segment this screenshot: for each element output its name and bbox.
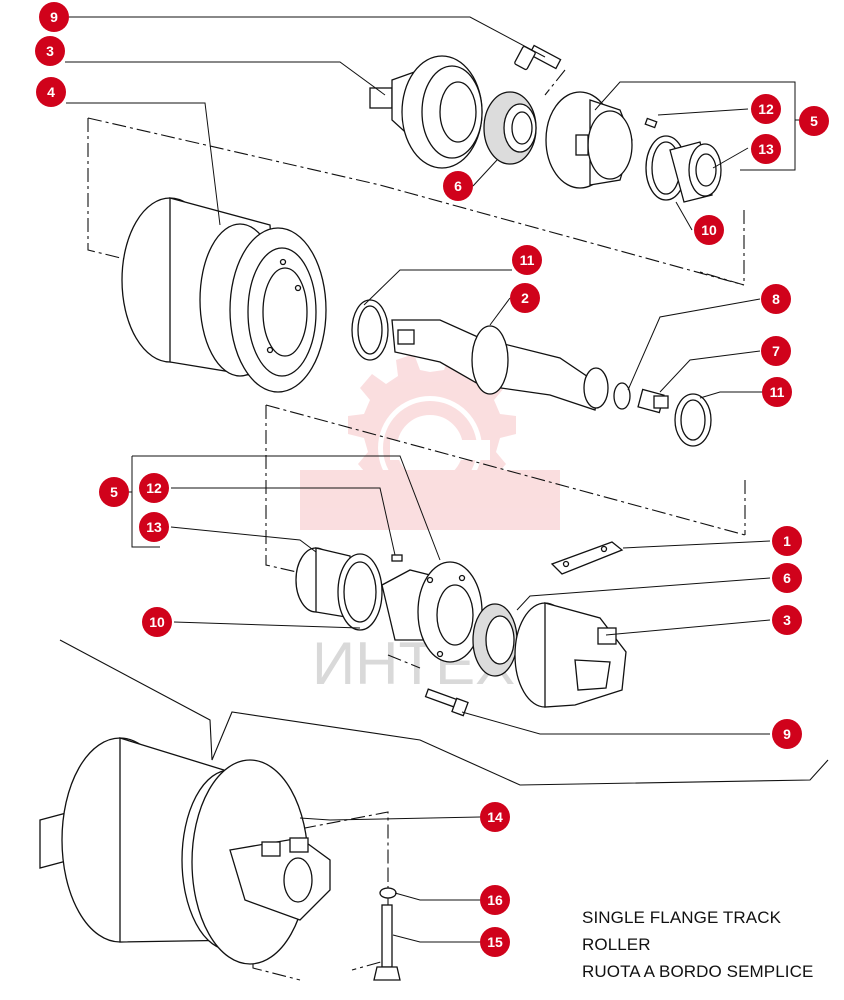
caption-line-2: ROLLER — [582, 935, 651, 954]
svg-text:5: 5 — [810, 113, 818, 129]
washer-16 — [379, 887, 397, 899]
assembled-roller — [39, 737, 331, 965]
upper-assembly — [121, 44, 722, 447]
assembly-outline — [59, 639, 829, 786]
callout-6-upper: 6 — [443, 171, 473, 201]
o-ring-11-right — [674, 393, 712, 447]
plate-1 — [550, 541, 624, 575]
callout-9-lower: 9 — [772, 719, 802, 749]
lower-assembly — [295, 541, 627, 717]
callout-11-upper: 11 — [512, 245, 542, 275]
callout-11-lower: 11 — [762, 377, 792, 407]
callout-12-upper: 12 — [751, 94, 781, 124]
end-cap-3-upper — [369, 55, 483, 169]
callout-10-lower: 10 — [142, 607, 172, 637]
svg-text:3: 3 — [783, 612, 791, 628]
svg-text:1: 1 — [783, 533, 791, 549]
seal-6-upper — [483, 91, 537, 165]
svg-text:16: 16 — [487, 892, 503, 908]
callout-4: 4 — [36, 77, 66, 107]
callouts: 9 3 4 12 5 13 6 10 11 2 8 7 11 5 12 13 1… — [35, 2, 829, 957]
bushing-13-upper — [669, 141, 722, 203]
callout-2: 2 — [510, 283, 540, 313]
callout-6-lower: 6 — [772, 563, 802, 593]
pin-12-lower — [391, 554, 403, 562]
svg-text:6: 6 — [783, 570, 791, 586]
svg-text:10: 10 — [149, 614, 165, 630]
plug-7 — [637, 388, 669, 414]
diagram-caption: SINGLE FLANGE TRACK ROLLER RUOTA A BORDO… — [582, 904, 837, 985]
svg-text:9: 9 — [783, 726, 791, 742]
bolt-15-assembly — [373, 887, 401, 981]
callout-16: 16 — [480, 885, 510, 915]
pin-12-upper — [644, 117, 658, 129]
callout-3-lower: 3 — [772, 605, 802, 635]
svg-text:9: 9 — [50, 9, 58, 25]
callout-1: 1 — [772, 526, 802, 556]
svg-text:13: 13 — [758, 141, 774, 157]
shaft-2 — [391, 319, 609, 411]
callout-8: 8 — [761, 284, 791, 314]
bolt-9-lower — [424, 688, 469, 717]
bolt-9-upper — [514, 44, 562, 71]
roller-body-4 — [121, 197, 327, 393]
callout-10-upper: 10 — [694, 215, 724, 245]
callout-15: 15 — [480, 927, 510, 957]
svg-text:3: 3 — [46, 43, 54, 59]
watermark-logo — [300, 354, 560, 530]
svg-text:11: 11 — [520, 252, 535, 268]
svg-text:4: 4 — [47, 84, 55, 100]
svg-text:2: 2 — [521, 290, 529, 306]
o-ring-10-lower — [337, 553, 383, 631]
callout-13-lower: 13 — [139, 512, 169, 542]
callout-9-upper: 9 — [39, 2, 69, 32]
svg-text:12: 12 — [146, 480, 162, 496]
svg-text:15: 15 — [487, 934, 503, 950]
bushing-5-upper — [545, 91, 633, 189]
callout-5-upper: 5 — [799, 106, 829, 136]
snap-ring-8 — [613, 382, 631, 410]
svg-text:11: 11 — [770, 384, 785, 400]
caption-line-3: RUOTA A BORDO SEMPLICE — [582, 962, 814, 981]
callout-5-lower: 5 — [99, 477, 129, 507]
svg-text:5: 5 — [110, 484, 118, 500]
svg-text:8: 8 — [772, 291, 780, 307]
svg-text:14: 14 — [487, 809, 503, 825]
svg-text:6: 6 — [454, 178, 462, 194]
callout-14: 14 — [480, 802, 510, 832]
callout-3-upper: 3 — [35, 36, 65, 66]
svg-text:7: 7 — [772, 343, 780, 359]
callout-12-lower: 12 — [139, 473, 169, 503]
end-cap-3-lower — [514, 602, 627, 708]
callout-7: 7 — [761, 336, 791, 366]
svg-text:13: 13 — [146, 519, 162, 535]
seal-6-lower — [472, 603, 518, 677]
bushing-5-lower — [381, 561, 483, 663]
svg-text:10: 10 — [701, 222, 717, 238]
svg-text:12: 12 — [758, 101, 774, 117]
o-ring-11-left — [351, 299, 389, 361]
leader-lines — [65, 16, 815, 943]
caption-line-1: SINGLE FLANGE TRACK — [582, 908, 782, 927]
callout-13-upper: 13 — [751, 134, 781, 164]
